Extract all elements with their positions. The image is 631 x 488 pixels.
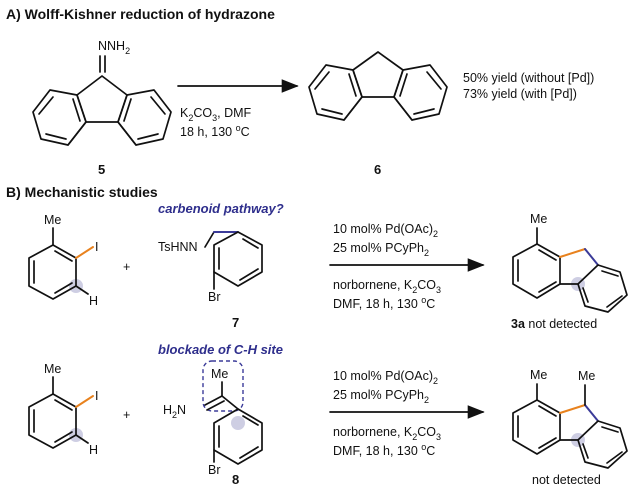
row2-h2n-group: H2N <box>163 403 186 420</box>
row2-product-structure <box>512 383 628 469</box>
row1-aryl-hydrogen: H <box>89 294 98 308</box>
row1-conditions-base: norbornene, K2CO3 <box>333 278 441 295</box>
row2-aryl-hydrogen: H <box>89 443 98 457</box>
row2-result: not detected <box>532 473 601 487</box>
product-3a-me: Me <box>530 212 547 226</box>
row2-product-me-methine: Me <box>578 369 595 383</box>
row1-catalyst-pd: 10 mol% Pd(OAc)2 <box>333 222 438 239</box>
row2-bromine: Br <box>208 463 221 477</box>
row1-plus-sign: + <box>123 260 130 274</box>
row1-aryl-iodide-structure <box>28 227 94 300</box>
compound-7-label: 7 <box>232 315 239 330</box>
row2-note-blockade: blockade of C-H site <box>158 342 283 357</box>
yield-with-pd: 73% yield (with [Pd]) <box>463 87 577 101</box>
hydrazone-nnh2-label: NNH2 <box>98 39 130 56</box>
compound-6-label: 6 <box>374 162 381 177</box>
compound-8-label: 8 <box>232 472 239 487</box>
conditions-time-temp: 18 h, 130 oC <box>180 123 250 139</box>
row2-plus-sign: + <box>123 408 130 422</box>
row2-aryl-iodide-structure <box>28 376 94 449</box>
hydrazone-5-structure: NNH2 <box>32 39 172 146</box>
row2-aryl-iodine: I <box>95 389 98 403</box>
tosylhydrazone-7-structure <box>204 231 263 290</box>
row1-conditions-time: DMF, 18 h, 130 oC <box>333 295 435 311</box>
row2-product-me-aryl: Me <box>530 368 547 382</box>
fluorene-6-structure <box>308 51 448 121</box>
row2-ligand: 25 mol% PCyPh2 <box>333 388 429 405</box>
product-3a-structure <box>512 227 628 313</box>
section-a-title: A) Wolff-Kishner reduction of hydrazone <box>6 6 275 22</box>
row1-tshnn-group: TsHNN <box>158 240 198 254</box>
row2-aryl-me: Me <box>44 362 61 376</box>
row1-aryl-iodine: I <box>95 240 98 254</box>
row1-ligand: 25 mol% PCyPh2 <box>333 241 429 258</box>
hydrazone-8-structure <box>202 360 263 465</box>
row1-result: 3a not detected <box>511 317 597 331</box>
row1-note-carbenoid: carbenoid pathway? <box>158 201 284 216</box>
section-b-title: B) Mechanistic studies <box>6 184 158 200</box>
row1-bromine: Br <box>208 290 221 304</box>
row2-hydrazone-me: Me <box>211 367 228 381</box>
row2-catalyst-pd: 10 mol% Pd(OAc)2 <box>333 369 438 386</box>
row1-aryl-me: Me <box>44 213 61 227</box>
compound-5-label: 5 <box>98 162 105 177</box>
row2-conditions-base: norbornene, K2CO3 <box>333 425 441 442</box>
row2-conditions-time: DMF, 18 h, 130 oC <box>333 442 435 458</box>
reagent-k2co3-dmf: K2CO3, DMF <box>180 106 252 123</box>
yield-without-pd: 50% yield (without [Pd]) <box>463 71 594 85</box>
